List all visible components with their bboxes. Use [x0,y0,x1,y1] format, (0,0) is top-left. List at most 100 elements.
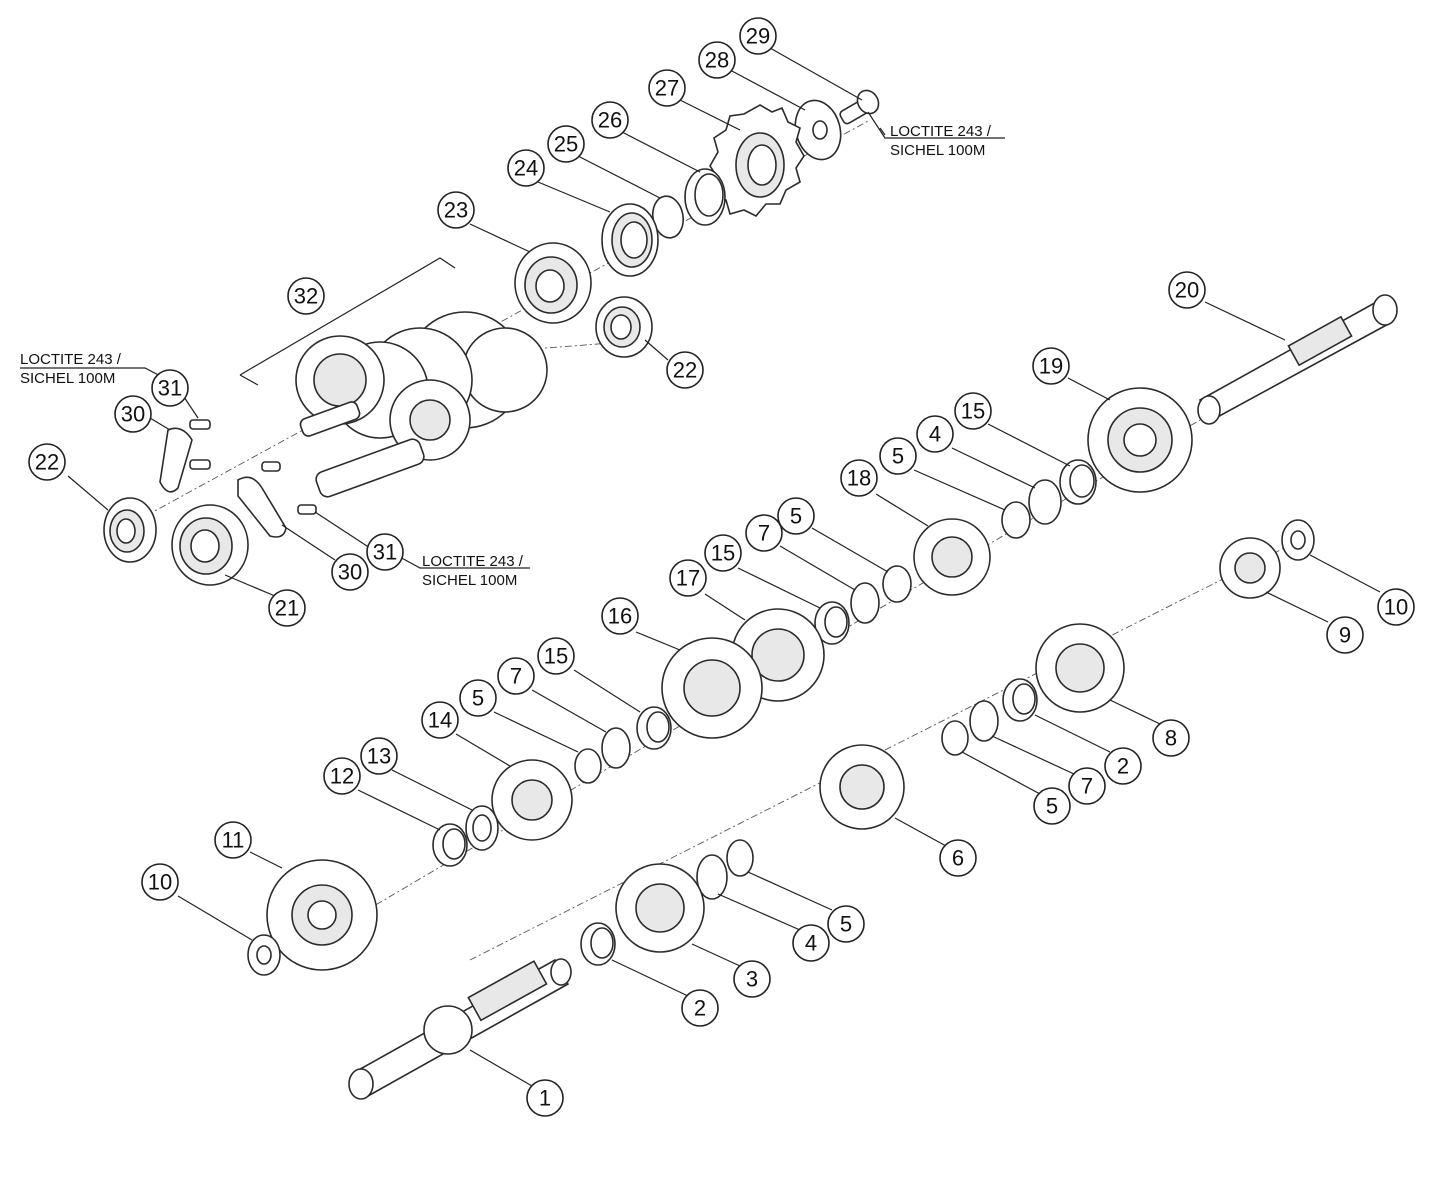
callout: 18 [840,459,878,497]
callout-label: 4 [805,931,817,956]
callout-label: 5 [1046,794,1058,819]
part-5-circlip-c [574,748,602,784]
callout: 15 [537,637,575,675]
callout: 30 [331,553,369,591]
callout-label: 30 [338,560,362,585]
callout: 15 [954,392,992,430]
callout: 30 [114,395,152,433]
part-6-gear [819,744,905,830]
callout: 26 [591,101,629,139]
callout-label: 29 [746,24,770,49]
callout-label: 15 [711,541,735,566]
note-left-line1: LOCTITE 243 / [20,351,122,368]
callout-label: 25 [554,132,578,157]
callout: 7 [497,657,535,695]
callout: 5 [827,905,865,943]
callout: 5 [1033,787,1071,825]
callout: 5 [459,679,497,717]
callout-label: 2 [694,996,706,1021]
callout-label: 2 [1117,754,1129,779]
callout: 22 [666,351,704,389]
callout: 15 [704,534,742,572]
callout-label: 13 [367,744,391,769]
callout-label: 5 [840,912,852,937]
part-1-main-shaft [348,958,572,1100]
note-left-line2: SICHEL 100M [20,370,115,387]
part-32-gear-cluster [295,311,548,498]
part-14-gear [491,759,573,841]
callout: 11 [214,821,252,859]
part-5-circlip-a [1001,501,1031,539]
callout-label: 22 [35,450,59,475]
callout-label: 16 [608,604,632,629]
part-20-shaft [1197,294,1398,425]
part-10-washer-a [247,934,281,976]
part-10-washer-b [1281,519,1315,561]
callout-label: 12 [330,764,354,789]
part-21-bearing [171,504,249,586]
callout: 8 [1152,719,1190,757]
callout: 10 [141,863,179,901]
callout-label: 7 [1081,774,1093,799]
callout-label: 5 [892,444,904,469]
callout: 4 [792,924,830,962]
callout-label: 8 [1165,726,1177,751]
callout: 31 [151,369,189,407]
part-13-washer [465,805,499,851]
callout: 19 [1032,347,1070,385]
callout: 27 [648,69,686,107]
callout-label: 7 [758,521,770,546]
callout: 14 [421,701,459,739]
note-middle: LOCTITE 243 / SICHEL 100M [422,553,524,589]
callout: 29 [739,17,777,55]
callout-label: 20 [1175,278,1199,303]
callout-label: 24 [514,156,538,181]
callout: 28 [698,41,736,79]
part-8-gear [1035,623,1125,713]
note-top-right: LOCTITE 243 / SICHEL 100M [890,123,992,159]
callout: 7 [1068,767,1106,805]
note-left: LOCTITE 243 / SICHEL 100M [20,351,122,387]
callout-label: 11 [222,828,245,853]
callout: 16 [601,597,639,635]
part-31-screws-lower [261,461,317,515]
part-7-washer-a [850,582,880,624]
part-24-seal [601,203,659,277]
callout-label: 17 [676,566,700,591]
callout: 7 [745,514,783,552]
callout: 32 [287,277,325,315]
callout: 9 [1326,616,1364,654]
callout-label: 9 [1339,623,1351,648]
part-3-gear [615,863,705,953]
callout-label: 14 [428,708,452,733]
callout: 3 [733,960,771,998]
callout-label: 31 [373,540,397,565]
part-29-bolt [839,89,880,125]
part-5-circlip-d [941,720,969,756]
note-middle-line1: LOCTITE 243 / [422,553,524,570]
part-27-sprocket [709,104,805,217]
callout: 5 [879,437,917,475]
callout: 2 [681,989,719,1027]
part-5-circlip-b [882,565,912,603]
callout-label: 10 [1384,595,1408,620]
part-15-bushing-a [1059,459,1097,505]
callout-label: 31 [158,376,182,401]
part-16-gear [661,637,763,739]
bracket-32 [239,257,456,386]
callout: 31 [366,533,404,571]
callout: 13 [360,737,398,775]
part-15-bushing-c [636,706,672,750]
callout: 6 [939,839,977,877]
callout-label: 27 [655,76,679,101]
part-7-washer-c [969,700,999,742]
callout-label: 5 [790,504,802,529]
callout-label: 5 [472,686,484,711]
part-9-gear [1219,537,1281,599]
part-2-bushing-b [580,922,616,966]
part-4-ring-a [1028,479,1062,525]
callout-label: 32 [294,284,318,309]
callout-label: 26 [598,108,622,133]
callout-label: 3 [746,967,758,992]
